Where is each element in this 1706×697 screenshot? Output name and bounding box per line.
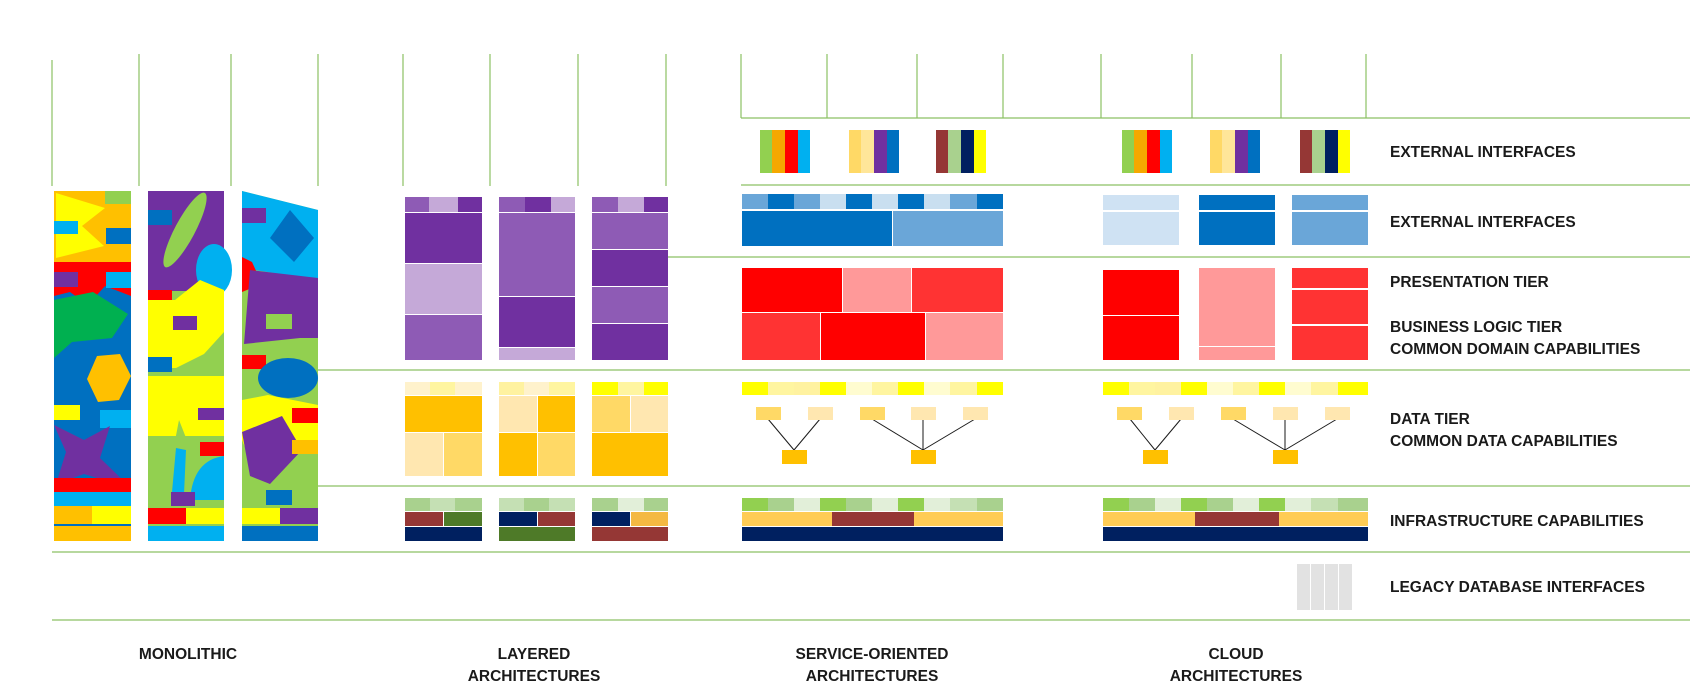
guide-lines	[51, 54, 1690, 621]
soa-red-services	[742, 268, 1003, 360]
cloud-data-services	[1103, 382, 1368, 464]
layered-stack-3	[592, 197, 668, 541]
caption-soa-1: SERVICE-ORIENTED	[795, 646, 948, 663]
soa-data-services	[742, 382, 1003, 464]
label-data-tier: DATA TIER	[1390, 411, 1470, 428]
label-external-interfaces-2: EXTERNAL INTERFACES	[1390, 214, 1576, 231]
soa-external-interfaces	[760, 130, 986, 173]
column-captions: MONOLITHIC LAYERED ARCHITECTURES SERVICE…	[139, 646, 1302, 685]
label-common-data-capabilities: COMMON DATA CAPABILITIES	[1390, 433, 1618, 450]
cloud-red-services	[1103, 268, 1368, 360]
cloud-infrastructure	[1103, 498, 1368, 541]
cloud-blue-services	[1103, 195, 1368, 245]
caption-soa-2: ARCHITECTURES	[806, 668, 939, 685]
layered-stack-2	[499, 197, 575, 541]
label-external-interfaces-1: EXTERNAL INTERFACES	[1390, 144, 1576, 161]
label-business-logic-tier: BUSINESS LOGIC TIER	[1390, 319, 1562, 336]
layered-stack-1	[405, 197, 482, 541]
caption-layered-1: LAYERED	[498, 646, 571, 663]
caption-monolithic: MONOLITHIC	[139, 646, 237, 663]
monolith-column-2	[148, 191, 232, 541]
caption-cloud-1: CLOUD	[1208, 646, 1263, 663]
soa-blue-services	[742, 194, 1003, 246]
soa-infrastructure	[742, 498, 1003, 541]
legacy-database-block	[1297, 564, 1352, 610]
label-legacy-database-interfaces: LEGACY DATABASE INTERFACES	[1390, 579, 1645, 596]
label-infrastructure-capabilities: INFRASTRUCTURE CAPABILITIES	[1390, 513, 1644, 530]
monolith-column-1	[54, 191, 131, 541]
label-presentation-tier: PRESENTATION TIER	[1390, 274, 1549, 291]
caption-cloud-2: ARCHITECTURES	[1170, 668, 1303, 685]
tier-labels: EXTERNAL INTERFACES EXTERNAL INTERFACES …	[1390, 144, 1645, 596]
label-common-domain-capabilities: COMMON DOMAIN CAPABILITIES	[1390, 341, 1640, 358]
cloud-external-interfaces	[1122, 130, 1350, 173]
caption-layered-2: ARCHITECTURES	[468, 668, 601, 685]
monolith-column-3	[242, 191, 318, 541]
